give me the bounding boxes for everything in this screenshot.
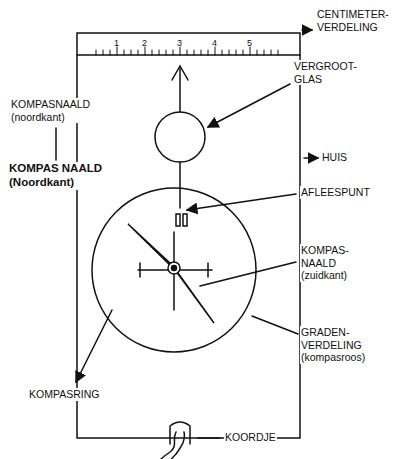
callout-label: KOMPASRING (28, 388, 100, 401)
callout-label: KOMPAS- NAALD (zuidkant) (300, 244, 350, 282)
scale-number: 2 (142, 39, 147, 48)
scale-number: 5 (247, 39, 252, 48)
scale-number: 1 (114, 39, 119, 48)
scale-number: 4 (212, 39, 217, 48)
scale-number: 3 (177, 39, 182, 48)
callout-label: KOMPAS NAALD (Noordkant) (8, 162, 110, 190)
callout-label: AFLEESPUNT (300, 186, 371, 199)
callout-label: KOMPASNAALD (noordkant) (10, 98, 91, 123)
callout-label: HUIS (321, 151, 348, 164)
callout-label: CENTIMETER- VERDELING (316, 8, 390, 33)
callout-label: VERGROOT- GLAS (293, 60, 358, 85)
callout-label: KOORDJE (224, 431, 277, 444)
callout-label: GRADEN- VERDELING (kompasroos) (300, 326, 366, 364)
